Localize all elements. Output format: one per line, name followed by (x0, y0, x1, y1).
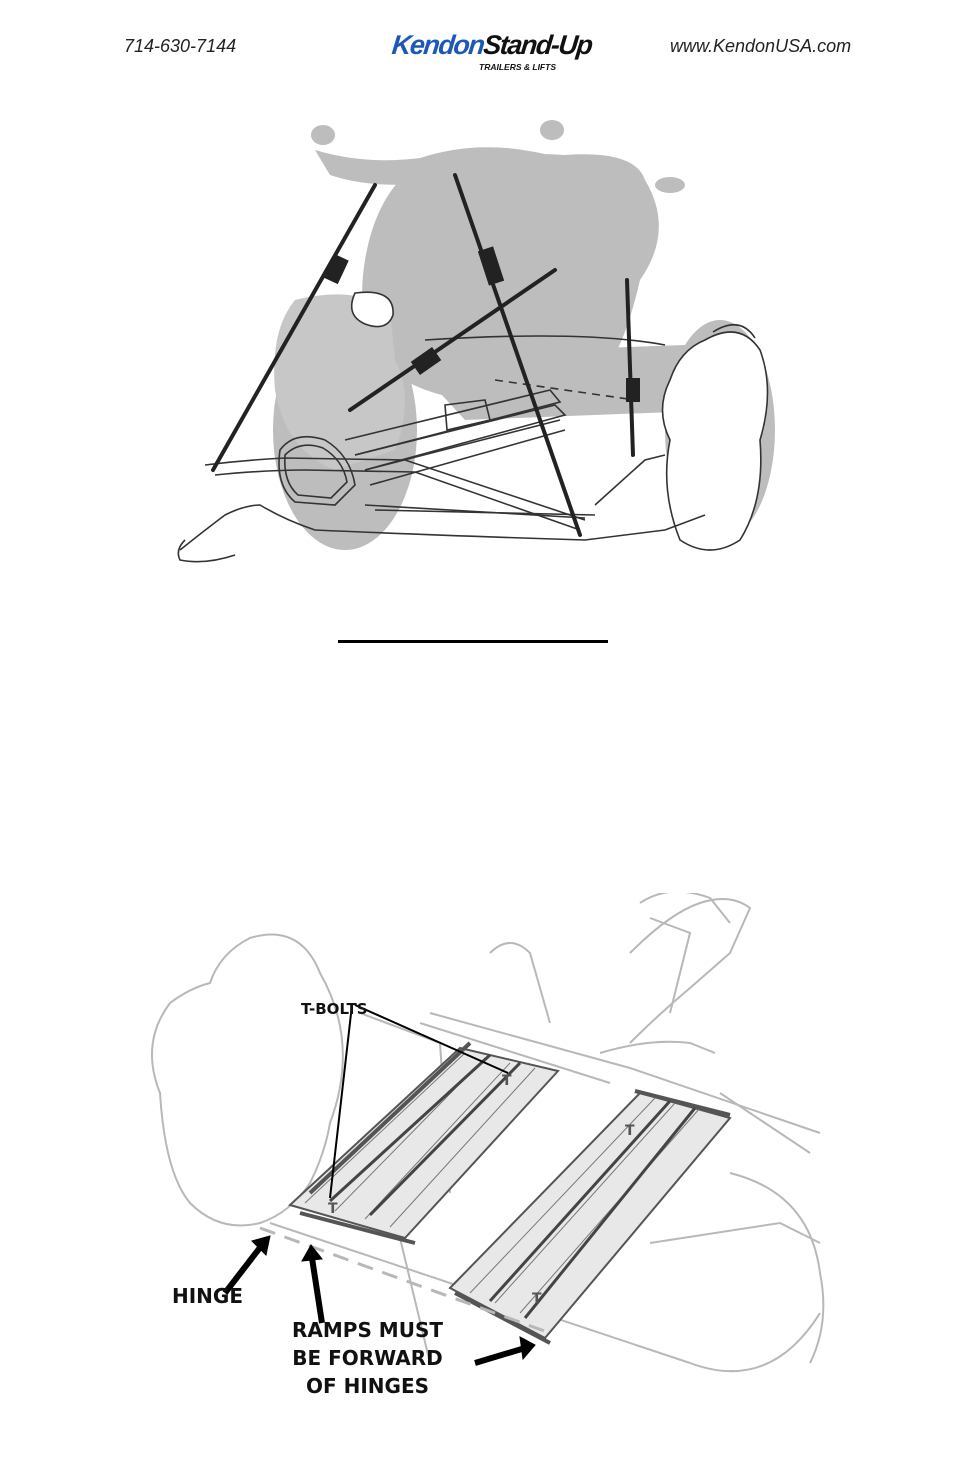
logo-tagline: TRAILERS & LIFTS (479, 62, 556, 72)
ramps-callout-label: RAMPS MUST BE FORWARD OF HINGES (292, 1318, 443, 1398)
kendon-logo: KendonStand-Up TRAILERS & LIFTS (390, 30, 593, 78)
callout-pointers (222, 1004, 536, 1366)
logo-brand-standup: Stand-Up (481, 30, 594, 60)
svg-text:T: T (625, 1123, 635, 1139)
ramp-left: T T (288, 1041, 560, 1245)
ramp-right: T T (448, 1089, 732, 1345)
section-divider (338, 640, 608, 643)
svg-text:T: T (532, 1291, 542, 1307)
logo-brand-kendon: Kendon (390, 30, 486, 60)
svg-text:T: T (328, 1201, 338, 1217)
logo-wordmark: KendonStand-Up (390, 30, 593, 61)
rear-wheel-outline (661, 324, 769, 551)
svg-text:T: T (502, 1073, 512, 1089)
tiedown-straps (211, 173, 640, 537)
ramp-hinge-illustration: T T T T (151, 893, 825, 1373)
motorcycle-tiedown-illustration (177, 120, 775, 563)
front-wheel-outline (274, 291, 405, 470)
tbolts-callout-label: T-BOLTS (301, 1000, 368, 1018)
phone-number: 714-630-7144 (124, 36, 237, 56)
website-url: www.KendonUSA.com (670, 36, 852, 56)
hinge-callout-label: HINGE (172, 1284, 243, 1308)
